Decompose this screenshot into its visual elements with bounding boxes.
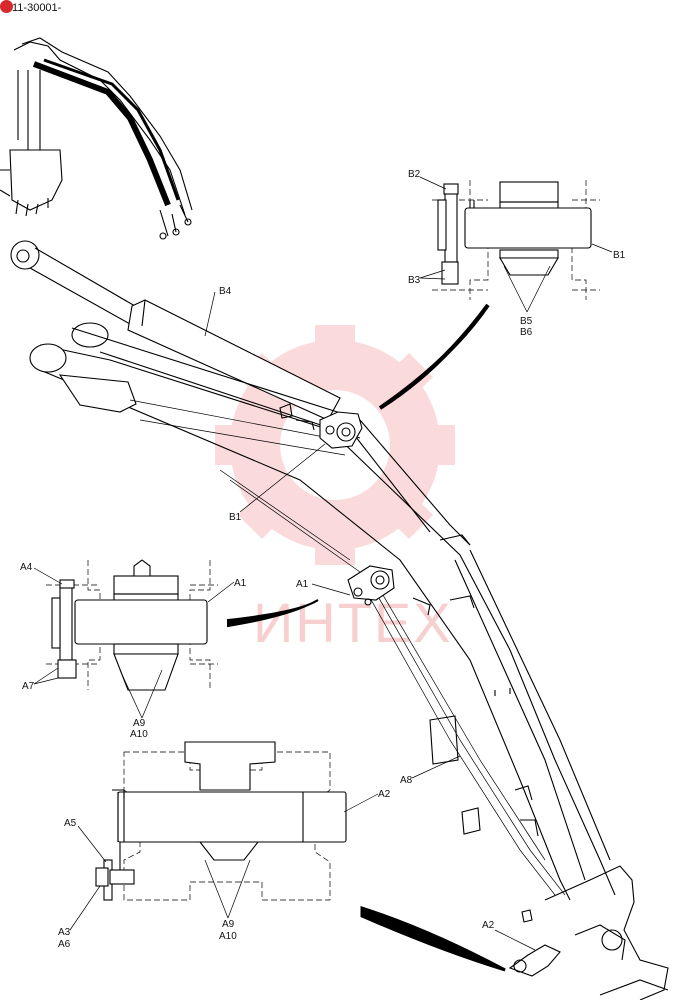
callout-a10-detail1: A10 (130, 729, 148, 740)
detail-pointer-a1 (227, 599, 319, 628)
leader-b5-b (526, 265, 551, 313)
callout-a3: A3 (58, 927, 71, 938)
callout-b2: B2 (408, 169, 421, 180)
watermark-text: ИНТЕХ (253, 591, 453, 654)
detail-view-a (46, 559, 218, 691)
callout-b3: B3 (408, 275, 421, 286)
excavator-overview-icon (0, 37, 193, 240)
callout-a9-detail2: A9 (222, 919, 235, 930)
detail-view-b (432, 180, 600, 300)
leader-b3-b (419, 277, 446, 280)
callout-a1-detail: A1 (234, 578, 247, 589)
leader-a1-main (311, 583, 351, 596)
leader-a1-detail (207, 581, 235, 603)
boom-foot-bracket (508, 865, 669, 1000)
callout-a6: A6 (58, 939, 71, 950)
callout-a2-detail: A2 (378, 789, 391, 800)
callout-a5: A5 (64, 818, 77, 829)
callout-b4: B4 (219, 286, 232, 297)
leader-a9-detail2-b (227, 859, 251, 919)
leader-a4 (33, 567, 63, 585)
leader-b3-a (419, 269, 446, 279)
detail-pointer-b (378, 303, 490, 410)
leader-b5-a (503, 265, 528, 313)
boom-arm (29, 322, 616, 901)
leader-a9-detail1-a (119, 669, 143, 719)
callout-a9-detail1: A9 (133, 718, 146, 729)
detail-pointer-a2 (360, 905, 506, 972)
callout-a10-detail2: A10 (219, 931, 237, 942)
leader-a2-detail (343, 793, 379, 813)
b1-fitting (279, 403, 363, 449)
callout-b1-detail: B1 (613, 250, 626, 261)
document-code: 11-30001- (12, 2, 62, 14)
document-marker-icon (0, 0, 13, 13)
leader-b1-detail (591, 243, 613, 253)
leader-a9-detail2-a (204, 859, 229, 919)
callout-a4: A4 (20, 562, 33, 573)
leader-b1-main (239, 443, 326, 513)
callout-b1-main: B1 (229, 512, 242, 523)
callout-a1-main: A1 (296, 579, 309, 590)
leader-a3 (69, 885, 101, 931)
boom-cylinder (10, 240, 341, 421)
detail-view-a2 (95, 741, 347, 901)
leader-a7-a (33, 667, 59, 685)
leader-b4 (204, 291, 216, 337)
leader-a9-detail1-b (141, 669, 163, 719)
leader-a2-main (494, 929, 536, 951)
leader-a5 (77, 825, 107, 863)
callout-a8: A8 (400, 775, 413, 786)
callout-a7: A7 (22, 681, 35, 692)
callout-a2-main: A2 (482, 920, 495, 931)
callout-b6: B6 (520, 327, 533, 338)
a1-fitting (347, 565, 395, 606)
callout-b5: B5 (520, 316, 533, 327)
leader-a8 (411, 755, 461, 779)
leader-b2 (419, 176, 447, 190)
leader-a7-b (33, 677, 59, 685)
